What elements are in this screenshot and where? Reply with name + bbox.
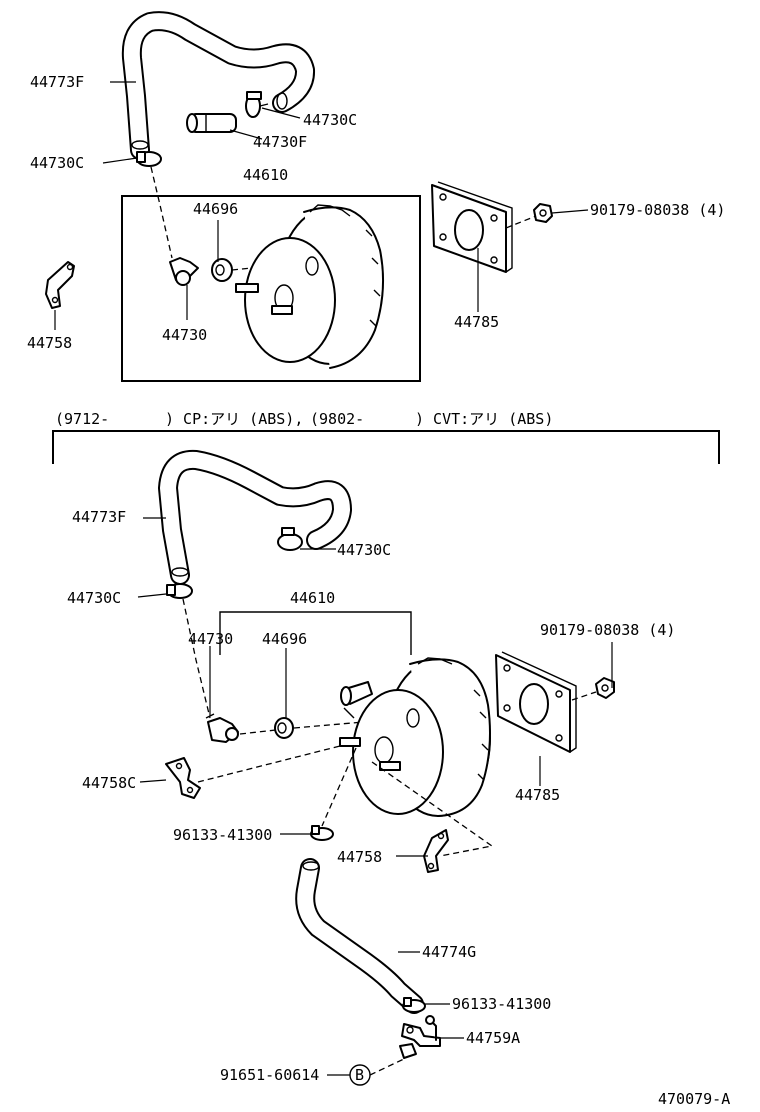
lower-bolt-ref: B bbox=[349, 1064, 371, 1086]
label-lower-clamp-left: 44730C bbox=[67, 589, 121, 607]
upper-booster-body bbox=[235, 204, 385, 369]
label-lower-bracket: 44758 bbox=[337, 848, 382, 866]
label-lower-clamp-right: 44730C bbox=[337, 541, 391, 559]
lower-clamp-left bbox=[166, 583, 193, 599]
lower-section: B 44773F 44730C 44730C 44610 44730 44696… bbox=[67, 449, 675, 1086]
header-date-1: (9712- bbox=[55, 410, 109, 428]
label-lower-nut: 90179-08038 (4) bbox=[540, 621, 675, 639]
lower-bracket bbox=[423, 829, 449, 873]
lower-clamp-96133-b bbox=[402, 997, 426, 1013]
label-lower-union: 44730 bbox=[188, 630, 233, 648]
upper-connector bbox=[186, 113, 237, 133]
label-lower-small-gasket: 44696 bbox=[262, 630, 307, 648]
lower-small-gasket bbox=[274, 717, 294, 739]
label-lower-bracket-a: 44759A bbox=[466, 1029, 520, 1047]
label-lower-hose: 44773F bbox=[72, 508, 126, 526]
ref-b-letter: B bbox=[355, 1066, 364, 1084]
lower-gasket-plate bbox=[495, 651, 577, 753]
lower-vacuum-hose bbox=[158, 449, 352, 585]
label-upper-connector: 44730F bbox=[253, 133, 307, 151]
upper-nut bbox=[533, 203, 553, 223]
label-lower-hose-g: 44774G bbox=[422, 943, 476, 961]
label-upper-union: 44730 bbox=[162, 326, 207, 344]
header-condition-2: ) CVT:アリ (ABS) bbox=[415, 410, 553, 428]
upper-clamp-right bbox=[245, 91, 269, 118]
section-bracket-line bbox=[52, 430, 720, 464]
figure-number: 470079-A bbox=[658, 1090, 730, 1108]
upper-bracket bbox=[45, 261, 75, 309]
lower-clamp-right bbox=[277, 527, 303, 551]
lower-bracket-c bbox=[165, 757, 201, 799]
upper-section: 44773F 44730C 44730F 44730C 44610 44696 … bbox=[27, 11, 725, 382]
label-lower-clamp-96133-b: 96133-41300 bbox=[452, 995, 551, 1013]
label-upper-clamp-right: 44730C bbox=[303, 111, 357, 129]
upper-vacuum-hose bbox=[121, 11, 315, 160]
header-date-2: (9802- bbox=[310, 410, 364, 428]
lower-booster-bracket-line bbox=[219, 611, 412, 655]
label-lower-booster-assy: 44610 bbox=[290, 589, 335, 607]
section-header: (9712- ) CP:アリ (ABS), (9802- ) CVT:アリ (A… bbox=[52, 410, 720, 464]
upper-clamp-left bbox=[136, 151, 162, 167]
label-upper-clamp-left: 44730C bbox=[30, 154, 84, 172]
label-upper-hose: 44773F bbox=[30, 73, 84, 91]
label-upper-booster-assy: 44610 bbox=[243, 166, 288, 184]
label-upper-small-gasket: 44696 bbox=[193, 200, 238, 218]
label-upper-gasket-plate: 44785 bbox=[454, 313, 499, 331]
label-lower-bracket-c: 44758C bbox=[82, 774, 136, 792]
header-condition-1: ) CP:アリ (ABS), bbox=[165, 410, 303, 428]
label-lower-gasket-plate: 44785 bbox=[515, 786, 560, 804]
lower-union bbox=[205, 713, 239, 743]
upper-booster-box bbox=[121, 195, 421, 382]
upper-gasket-plate bbox=[431, 181, 513, 273]
upper-union bbox=[169, 257, 199, 286]
label-upper-bracket: 44758 bbox=[27, 334, 72, 352]
label-lower-bolt: 91651-60614 bbox=[220, 1066, 319, 1084]
label-lower-clamp-96133-a: 96133-41300 bbox=[173, 826, 272, 844]
upper-small-gasket bbox=[211, 258, 233, 282]
lower-nut bbox=[595, 677, 615, 699]
label-upper-nut: 90179-08038 (4) bbox=[590, 201, 725, 219]
lower-clamp-96133-a bbox=[310, 825, 334, 841]
lower-booster-body bbox=[339, 657, 491, 817]
lower-hose-g bbox=[295, 858, 424, 1014]
lower-bracket-a bbox=[399, 1015, 441, 1059]
